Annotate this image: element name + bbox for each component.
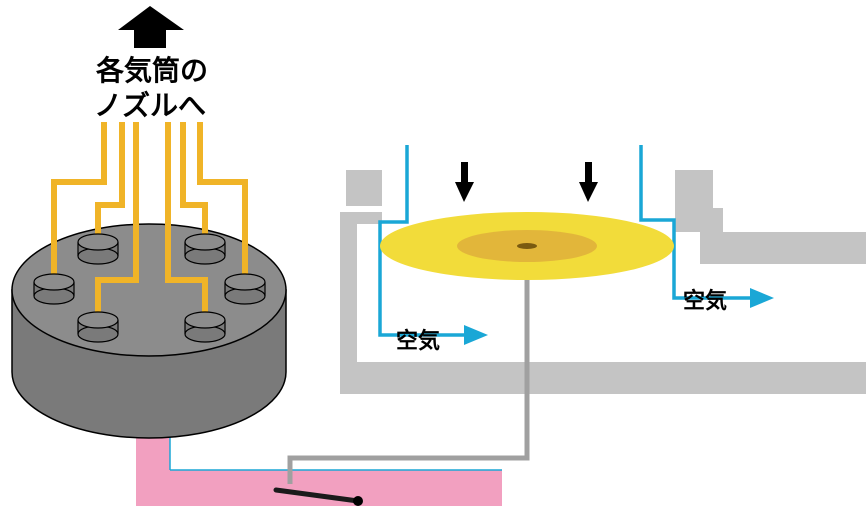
to-nozzles-label-line2: ノズルへ bbox=[94, 89, 206, 122]
nozzle-caps bbox=[33, 233, 266, 343]
linkage-rod bbox=[287, 280, 530, 484]
down-arrow-icon bbox=[579, 162, 598, 202]
cap bbox=[77, 233, 119, 265]
cap bbox=[77, 311, 119, 343]
air-label-left: 空気 bbox=[396, 328, 440, 354]
fuel-inlet-line bbox=[136, 432, 502, 506]
cap bbox=[184, 233, 226, 265]
cap bbox=[224, 273, 266, 305]
air-funnel-housing bbox=[340, 170, 866, 394]
right-arrow-icon bbox=[464, 325, 488, 345]
nozzle-pipes bbox=[51, 122, 248, 322]
up-arrow-icon bbox=[118, 6, 184, 48]
to-nozzles-label-line1: 各気筒の bbox=[95, 54, 208, 87]
cap bbox=[33, 273, 75, 305]
air-label-right: 空気 bbox=[683, 288, 727, 314]
air-flow-lines bbox=[378, 145, 755, 337]
air-flow-plate bbox=[380, 212, 674, 280]
control-lever bbox=[273, 487, 363, 506]
cap bbox=[184, 311, 226, 343]
down-arrow-icon bbox=[455, 162, 474, 202]
right-arrow-icon bbox=[750, 288, 774, 308]
